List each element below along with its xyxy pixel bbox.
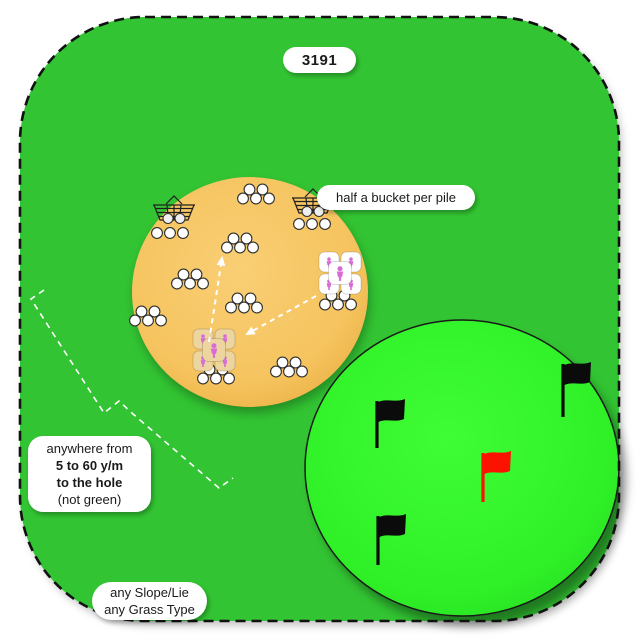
bucket-note-text: half a bucket per pile xyxy=(336,190,456,205)
drill-number-badge: 3191 xyxy=(283,47,356,73)
distance-brace xyxy=(29,289,234,490)
player-icon xyxy=(200,334,206,346)
bucket-note-label: half a bucket per pile xyxy=(317,185,475,210)
ball-pile xyxy=(221,232,259,254)
ball-piles xyxy=(129,183,357,385)
ball-pile xyxy=(171,268,209,290)
distance-line-2: 5 to 60 y/m xyxy=(55,458,124,473)
player-icon xyxy=(326,257,332,269)
ball-row xyxy=(151,227,189,239)
dashed-arrow xyxy=(208,256,226,343)
player-icon xyxy=(222,334,228,346)
ball-pile xyxy=(270,356,308,378)
field-dashed-border xyxy=(18,15,621,623)
ball-row xyxy=(293,218,331,230)
hitting-zone-circle-fill xyxy=(132,177,368,407)
dashed-arrow xyxy=(245,295,317,335)
distance-brace-path xyxy=(29,289,234,490)
player-groups xyxy=(192,251,362,372)
player-group xyxy=(192,328,236,372)
distance-line-4: (not green) xyxy=(57,492,122,507)
distance-line-1: anywhere from xyxy=(46,441,133,456)
black-flag-icon xyxy=(561,362,591,417)
conditions-line-1: any Slope/Lie xyxy=(110,585,189,600)
black-flag-icon xyxy=(375,399,405,448)
distance-note-label: anywhere from 5 to 60 y/m to the hole (n… xyxy=(28,436,151,512)
player-icon xyxy=(348,257,354,269)
player-group xyxy=(318,251,362,295)
drill-number: 3191 xyxy=(301,51,338,69)
field-border-dashes xyxy=(18,15,621,623)
ball-basket-icon xyxy=(153,195,195,225)
conditions-note-label: any Slope/Lie any Grass Type xyxy=(92,582,207,620)
red-flag-icon xyxy=(481,451,511,502)
player-icon xyxy=(336,266,344,281)
conditions-line-2: any Grass Type xyxy=(104,602,195,617)
target-flags xyxy=(375,362,591,565)
black-flag-icon xyxy=(376,514,406,565)
player-icon xyxy=(210,343,218,358)
ball-pile xyxy=(225,292,263,314)
movement-arrows xyxy=(208,256,317,343)
distance-line-3: to the hole xyxy=(56,475,123,490)
ball-pile xyxy=(237,183,275,205)
ball-pile xyxy=(129,305,167,327)
